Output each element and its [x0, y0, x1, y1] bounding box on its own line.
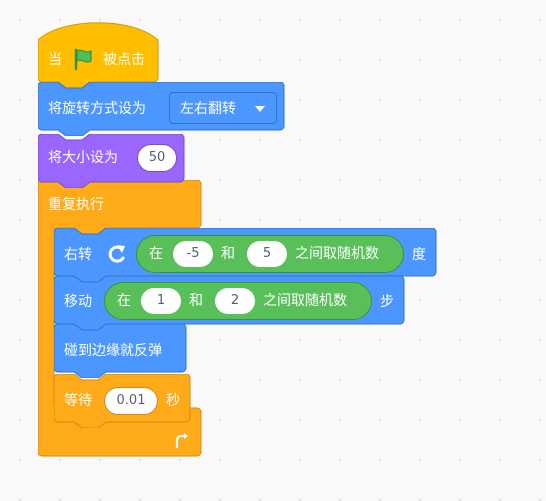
move-random-in-label: 在	[117, 293, 131, 309]
turn-right-label: 右转	[64, 247, 92, 263]
turn-random-to-input[interactable]: 5	[247, 241, 287, 267]
move-label: 移动	[64, 294, 92, 310]
move-random-and-label: 和	[189, 293, 203, 309]
hat-when-label: 当	[48, 52, 62, 68]
move-random-reporter[interactable]: 在 1 和 2 之间取随机数	[104, 282, 372, 320]
turn-random-between-label: 之间取随机数	[295, 246, 379, 262]
rotation-style-dropdown[interactable]: 左右翻转	[169, 92, 277, 124]
turn-random-in-label: 在	[149, 246, 163, 262]
size-value-input[interactable]: 50	[137, 144, 177, 172]
move-random-between-label: 之间取随机数	[263, 293, 347, 309]
turn-unit-label: 度	[412, 247, 426, 263]
rotation-style-dropdown-value: 左右翻转	[180, 101, 236, 117]
wait-unit-label: 秒	[166, 393, 180, 409]
bounce-on-edge-block[interactable]	[54, 324, 190, 378]
green-flag-icon	[74, 48, 92, 71]
move-unit-label: 步	[380, 294, 394, 310]
move-random-to-input[interactable]: 2	[215, 288, 255, 314]
set-size-label: 将大小设为	[48, 150, 118, 166]
wait-seconds-input[interactable]: 0.01	[104, 387, 158, 415]
repeat-block-label: 重复执行	[48, 197, 104, 213]
bounce-label: 碰到边缘就反弹	[64, 343, 162, 359]
turn-random-and-label: 和	[221, 246, 235, 262]
rotate-right-icon	[108, 245, 125, 263]
turn-random-reporter[interactable]: 在 -5 和 5 之间取随机数	[136, 235, 404, 273]
turn-random-from-input[interactable]: -5	[173, 241, 213, 267]
loop-arrow-icon	[175, 433, 188, 449]
rotation-style-label: 将旋转方式设为	[48, 101, 146, 117]
move-random-from-input[interactable]: 1	[141, 288, 181, 314]
dropdown-arrow-icon	[255, 106, 265, 112]
hat-clicked-label: 被点击	[103, 52, 145, 68]
wait-label: 等待	[64, 393, 92, 409]
